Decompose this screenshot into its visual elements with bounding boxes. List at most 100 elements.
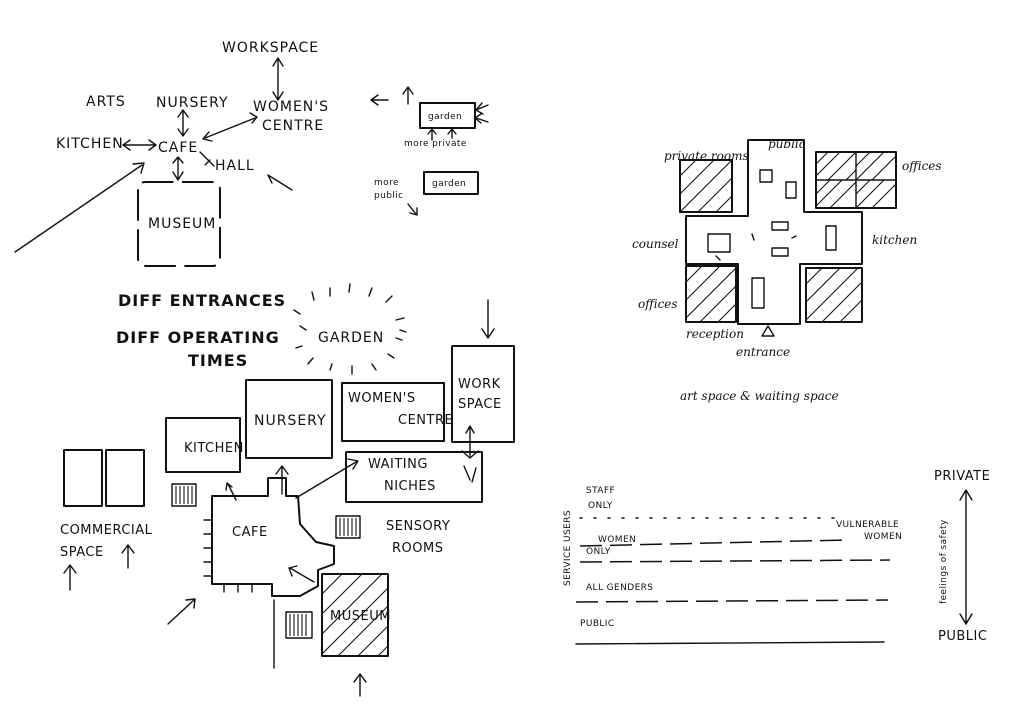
label-offices-left: offices xyxy=(638,297,678,311)
label-vulnerable: VULNERABLE xyxy=(836,520,899,530)
plan-private-room xyxy=(679,159,733,213)
room-commercial-2 xyxy=(105,449,145,507)
plan-central-area xyxy=(685,139,863,325)
arrow-cafe-nursery xyxy=(275,465,289,495)
label-reception: reception xyxy=(686,327,744,341)
floor-plan: NURSERY WOMEN'S CENTRE WORK SPACE KITCHE… xyxy=(60,299,515,697)
arrow-right-in-2 xyxy=(474,113,489,124)
sensory-block-1-hatch xyxy=(175,486,193,504)
label-caption: art space & waiting space xyxy=(680,389,839,403)
plan-office-left-hatch xyxy=(685,265,737,323)
arrow-workspace xyxy=(272,57,284,101)
label-service-users: SERVICE USERS xyxy=(563,510,573,586)
room-kitchen xyxy=(165,417,241,473)
plan-furniture-5 xyxy=(771,247,789,257)
arrow-kitchen-cafe xyxy=(122,139,157,151)
plan-room-right xyxy=(805,267,863,323)
room-workspace xyxy=(451,345,515,443)
plan-furniture-7 xyxy=(751,277,765,309)
garden-top-box xyxy=(419,102,476,129)
garden-rays xyxy=(293,283,407,375)
label-fp-sensory: SENSORY xyxy=(386,519,450,534)
arrow-cafe-womens xyxy=(202,112,258,142)
arrow-workspace-in xyxy=(481,299,495,339)
privacy-mini-diagram: garden more private garden more public xyxy=(370,86,489,216)
note-diff-operating: DIFF OPERATING xyxy=(116,328,280,347)
plan-furniture-6 xyxy=(825,225,837,251)
museum-hatch xyxy=(321,573,389,657)
arrows-bottom xyxy=(427,128,457,141)
sensory-block-3-hatch xyxy=(289,614,307,636)
sensory-block-1 xyxy=(171,483,197,507)
label-more: more xyxy=(374,178,399,188)
label-fp-centre: CENTRE xyxy=(398,413,453,428)
label-fp-commercial-space: SPACE xyxy=(60,545,104,560)
label-nursery: NURSERY xyxy=(156,95,229,111)
label-workspace: WORKSPACE xyxy=(222,40,319,56)
sensory-block-2 xyxy=(335,515,361,539)
plan-offices-hatch xyxy=(815,151,897,209)
arrow-commercial-1 xyxy=(121,544,135,569)
label-staff: STAFF xyxy=(586,486,615,496)
entrance-icon xyxy=(761,325,775,337)
label-fp-nursery: NURSERY xyxy=(254,413,327,429)
room-waiting-niches xyxy=(345,451,483,503)
label-counsel: counsel xyxy=(632,237,679,251)
cafe-edge-ticks xyxy=(203,519,253,593)
arrow-cafe-waiting xyxy=(295,458,359,499)
plan-furniture-4 xyxy=(771,221,789,231)
note-garden: GARDEN xyxy=(318,330,384,346)
label-women: WOMEN xyxy=(598,535,636,545)
plan-furniture-2 xyxy=(785,181,797,199)
line-service xyxy=(579,559,891,563)
bubble-diagram: WORKSPACE ARTS NURSERY WOMEN'S CENTRE KI… xyxy=(14,40,329,267)
room-commercial-1 xyxy=(63,449,103,507)
label-kitchen: KITCHEN xyxy=(56,136,124,152)
arrow-right-in-1 xyxy=(475,102,489,115)
label-arts: ARTS xyxy=(86,94,126,110)
arrow-cafe-hall xyxy=(199,151,215,167)
arrow-cafe-museum xyxy=(288,565,315,583)
label-public: PUBLIC xyxy=(938,629,987,644)
note-diff-entrances: DIFF ENTRANCES xyxy=(118,291,286,310)
arrow-cafe-entry xyxy=(167,598,196,625)
label-fp-rooms: ROOMS xyxy=(392,541,443,556)
museum-box xyxy=(137,181,221,267)
plan-furniture-3 xyxy=(707,233,731,253)
label-garden-top: garden xyxy=(428,112,462,122)
arrow-up xyxy=(402,86,414,105)
plan-furniture-1 xyxy=(759,169,773,183)
label-womens: WOMEN'S xyxy=(253,99,329,115)
label-fp-museum: MUSEUM xyxy=(330,609,391,624)
arrow-down xyxy=(407,203,418,216)
label-hall: HALL xyxy=(215,158,255,174)
sensory-block-3 xyxy=(285,611,313,639)
arrow-nursery-cafe xyxy=(177,109,189,137)
niche-marks xyxy=(463,465,477,483)
label-fp-commercial: COMMERCIAL xyxy=(60,523,153,538)
line-public xyxy=(575,641,885,645)
label-staff-only: ONLY xyxy=(588,501,613,511)
room-nursery xyxy=(245,379,333,459)
plan-marks xyxy=(715,233,797,261)
privacy-gradient: PRIVATE PUBLIC feelings of safety STAFF … xyxy=(563,469,990,645)
label-public: public xyxy=(768,137,806,151)
label-fp-niches: NICHES xyxy=(384,479,436,494)
label-fp-womens: WOMEN'S xyxy=(348,391,416,406)
arrow-cafe-kitchen xyxy=(225,482,237,501)
label-public: public xyxy=(374,191,403,201)
line-women xyxy=(579,539,847,547)
label-women-only: ONLY xyxy=(586,547,611,557)
arrow-cafe-museum xyxy=(172,156,184,181)
plan-room-right-hatch xyxy=(805,267,863,323)
label-fp-kitchen: KITCHEN xyxy=(184,441,244,456)
sensory-block-2-hatch xyxy=(339,518,357,536)
arrow-museum-in xyxy=(353,673,367,697)
plan-private-room-hatch xyxy=(679,159,733,213)
label-cafe: CAFE xyxy=(158,140,198,156)
label-vulnerable-women: WOMEN xyxy=(864,532,902,542)
label-kitchen: kitchen xyxy=(872,233,917,247)
label-private-rooms: private rooms xyxy=(664,149,749,163)
label-museum: MUSEUM xyxy=(148,216,216,232)
label-garden-bottom: garden xyxy=(432,179,466,189)
